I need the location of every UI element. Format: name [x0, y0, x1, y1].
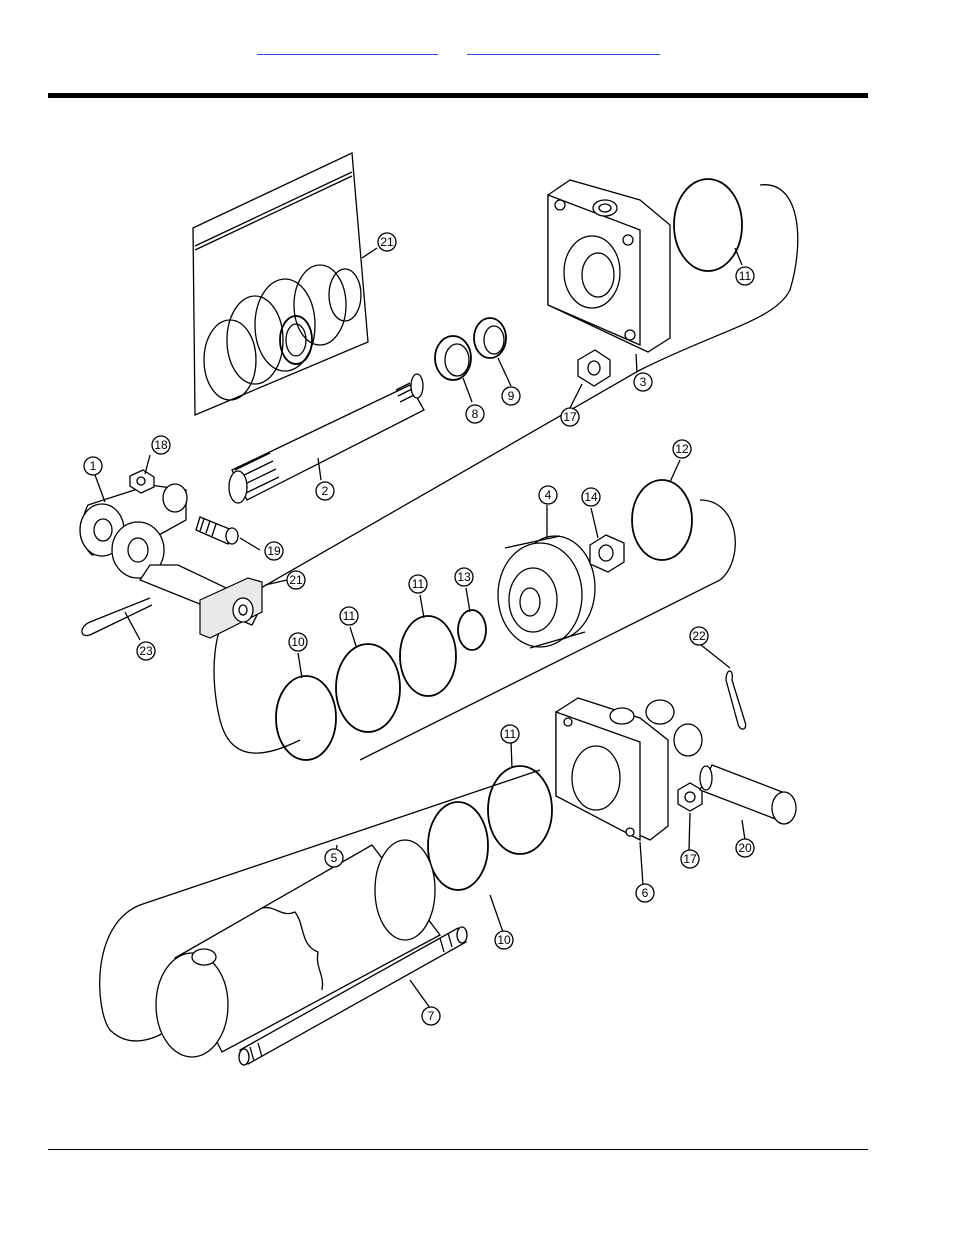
- o-ring-11-upper: [673, 178, 743, 272]
- header-link-1[interactable]: [257, 40, 438, 55]
- piston-rod: [228, 373, 425, 504]
- clevis-pin-20: [699, 764, 797, 825]
- callout-24: 21: [377, 232, 397, 252]
- callout-4: 4: [538, 485, 558, 505]
- cotter-pin-23: [81, 597, 153, 637]
- o-ring-11-lower: [487, 765, 553, 855]
- butt-end-cap: [555, 697, 703, 842]
- callout-13: 11: [408, 574, 428, 594]
- callout-15: 13: [454, 567, 474, 587]
- callout-14: 12: [672, 439, 692, 459]
- svg-text:1: 1: [90, 459, 97, 473]
- callout-20: 20: [735, 838, 755, 858]
- svg-text:17: 17: [683, 852, 697, 866]
- piston-nut: [589, 534, 625, 573]
- svg-text:10: 10: [497, 933, 511, 947]
- callout-11-upper: 11: [735, 266, 755, 286]
- seal-kit-bag: [192, 152, 369, 416]
- callout-12: 11: [339, 606, 359, 626]
- callout-18: 18: [151, 435, 171, 455]
- svg-text:4: 4: [545, 488, 552, 502]
- svg-text:14: 14: [584, 490, 598, 504]
- callout-3: 3: [633, 372, 653, 392]
- rod-clevis: [79, 483, 188, 579]
- callout-19: 19: [264, 541, 284, 561]
- footer-rule: [48, 1149, 868, 1150]
- backup-ring-10-upper: [275, 675, 337, 761]
- cylinder-barrel: [155, 839, 441, 1058]
- rod-end-cap: [547, 179, 671, 353]
- callout-9: 9: [501, 386, 521, 406]
- svg-text:9: 9: [508, 389, 515, 403]
- callout-8: 8: [465, 404, 485, 424]
- wiper-seal: [434, 335, 472, 381]
- piston: [497, 535, 596, 649]
- callout-10-upper: 10: [288, 632, 308, 652]
- svg-text:21: 21: [289, 573, 303, 587]
- o-ring-15: [457, 609, 487, 651]
- svg-text:21: 21: [380, 235, 394, 249]
- clevis-pin-bracket: [139, 564, 263, 639]
- svg-text:11: 11: [504, 727, 517, 741]
- callout-17-upper: 17: [560, 407, 580, 427]
- svg-text:18: 18: [154, 438, 168, 452]
- callout-17-lower: 17: [680, 849, 700, 869]
- svg-text:11: 11: [343, 609, 356, 623]
- piston-seal-14: [631, 479, 693, 561]
- svg-text:20: 20: [738, 841, 752, 855]
- backup-ring-10-lower: [427, 801, 489, 891]
- cotter-pin-22: [725, 670, 747, 730]
- header-rule: [48, 93, 868, 98]
- svg-text:7: 7: [428, 1009, 435, 1023]
- svg-text:17: 17: [563, 410, 577, 424]
- svg-text:22: 22: [692, 629, 706, 643]
- callout-10-lower: 10: [494, 930, 514, 950]
- svg-text:13: 13: [457, 570, 471, 584]
- svg-text:19: 19: [267, 544, 281, 558]
- svg-text:11: 11: [412, 577, 425, 591]
- svg-text:6: 6: [642, 886, 649, 900]
- piston-ring-13: [399, 615, 457, 697]
- callout-1: 1: [83, 456, 103, 476]
- header-link-2[interactable]: [467, 40, 660, 55]
- svg-text:3: 3: [640, 375, 647, 389]
- callout-7: 7: [421, 1006, 441, 1026]
- svg-text:11: 11: [739, 269, 752, 283]
- hex-nut-18: [129, 469, 155, 494]
- tie-rod: [238, 926, 468, 1066]
- callout-6: 6: [635, 883, 655, 903]
- hex-nut-17-upper: [577, 349, 611, 387]
- svg-text:23: 23: [139, 644, 153, 658]
- callout-5: 5: [324, 848, 344, 868]
- callout-23: 23: [136, 641, 156, 661]
- assembly-outline: [99, 184, 799, 1042]
- set-screw: [195, 516, 239, 545]
- svg-text:8: 8: [472, 407, 479, 421]
- svg-text:10: 10: [291, 635, 305, 649]
- svg-text:5: 5: [331, 851, 338, 865]
- backup-ring-12: [335, 643, 401, 733]
- callout-16: 14: [581, 487, 601, 507]
- callout-21: 21: [286, 570, 306, 590]
- rod-seal: [473, 317, 507, 359]
- callout-11-lower: 11: [500, 724, 520, 744]
- callout-2: 2: [315, 481, 335, 501]
- callout-22: 22: [689, 626, 709, 646]
- hex-nut-17-lower: [677, 782, 703, 812]
- svg-text:12: 12: [675, 442, 689, 456]
- svg-text:2: 2: [322, 484, 329, 498]
